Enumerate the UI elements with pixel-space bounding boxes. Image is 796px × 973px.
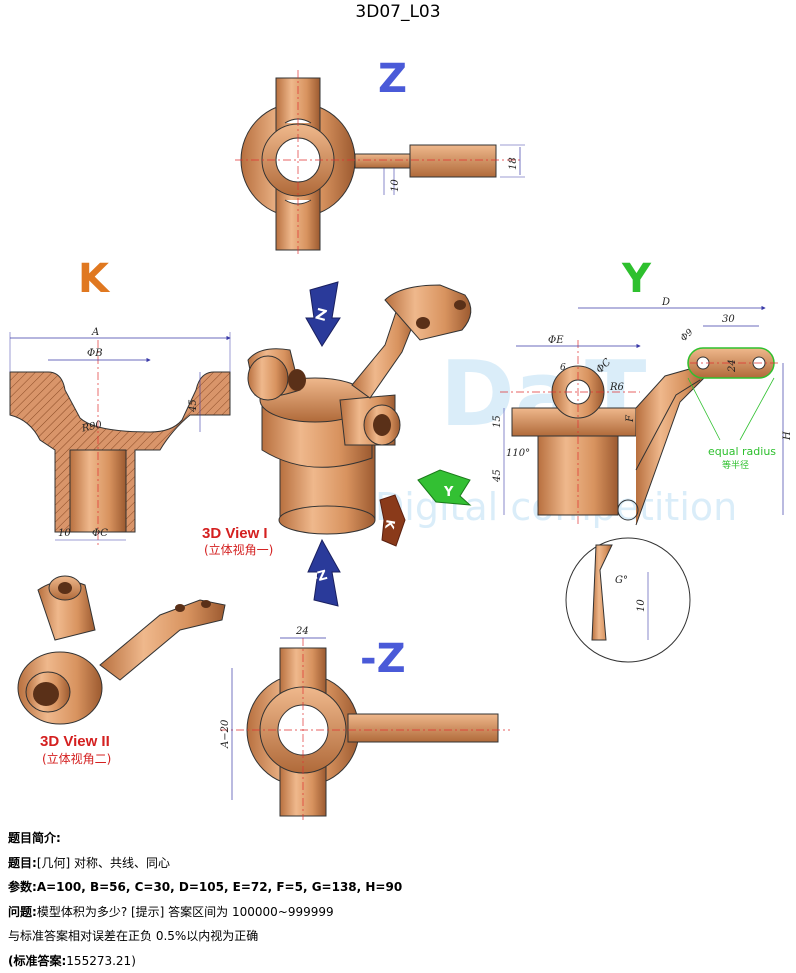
dim-y-6: 6 [560,363,566,373]
label-z-view: Z [378,56,407,102]
dim-z-18: 18 [508,157,519,170]
info-answer: (标准答案:155273.21) [8,949,788,973]
caption-view-1-zh: (立体视角一) [204,542,273,557]
label-k-view: K [78,256,111,302]
dim-neg-z-a20: A−20 [220,719,231,749]
caption-view-1: 3D View I [202,525,268,542]
info-tolerance: 与标准答案相对误差在正负 0.5%以内视为正确 [8,924,788,949]
label-neg-z-view: -Z [360,636,406,682]
dim-y-r6: R6 [609,382,625,393]
dim-y-110: 110° [506,448,530,459]
dim-y-g: G° [615,575,628,586]
dim-y-phi9: Φ9 [679,327,696,344]
dim-k-b: ΦB [87,348,103,359]
dim-k-45: 45 [188,399,199,413]
equal-radius-label: equal radius [708,445,776,458]
dim-z-10: 10 [390,179,401,192]
dim-k-a: A [91,327,99,338]
info-topic: 题目:[几何] 对称、共线、同心 [8,851,788,876]
dim-y-f: F [625,414,636,423]
dim-y-h: H [782,431,793,441]
label-y-view: Y [621,256,652,302]
dim-k-10: 10 [58,528,71,539]
dim-y-30: 30 [722,314,735,325]
caption-view-2: 3D View II [40,733,110,750]
dim-y-24: 24 [727,359,738,373]
3d-view-2 [18,576,225,724]
equal-radius-label-zh: 等半径 [722,459,749,471]
dim-y-45: 45 [492,469,503,483]
caption-view-2-zh: (立体视角二) [42,751,111,766]
dim-y-d: D [661,297,670,308]
dim-y-15: 15 [492,415,503,428]
info-params: 参数:A=100, B=56, C=30, D=105, E=72, F=5, … [8,875,788,900]
arrow-z: Z [306,282,340,346]
dim-y-10: 10 [636,599,647,612]
info-heading: 题目简介: [8,826,788,851]
k-view: A ΦB R90 45 10 ΦC [10,327,230,545]
svg-text:Y: Y [443,485,454,500]
dim-neg-z-24: 24 [295,626,309,637]
technical-drawing: Da T Digital competition 18 10 Z A ΦB R9 [0,40,796,820]
problem-info: 题目简介: 题目:[几何] 对称、共线、同心 参数:A=100, B=56, C… [8,826,788,973]
page-title: 3D07_L03 [0,2,796,22]
dim-k-c: ΦC [92,528,108,539]
dim-y-e: ΦE [548,335,564,346]
arrow-neg-z: -Z [308,540,340,606]
info-question: 问题:模型体积为多少? [提示] 答案区间为 100000~999999 [8,900,788,925]
